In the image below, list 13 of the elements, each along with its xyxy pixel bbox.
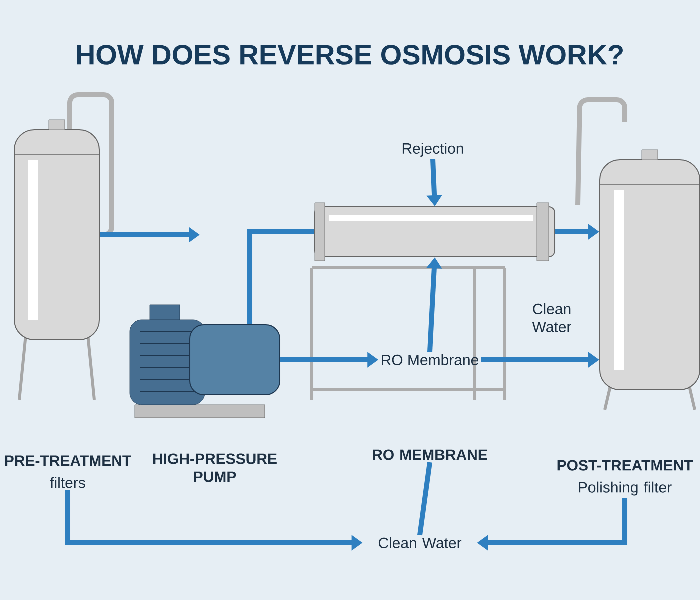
title: HOW DOES REVERSE OSMOSIS WORK? [77, 45, 623, 65]
pump-drawing [130, 304, 280, 418]
tank-drawing [14, 120, 100, 400]
step-label: POST-TREATMENT Polishing filter [558, 460, 694, 496]
step-label: PRE-TREATMENT filters [5, 456, 132, 488]
membrane-drawing [314, 202, 556, 262]
step-label: RO MEMBRANE [373, 450, 488, 460]
flow-label: RO Membrane [382, 354, 478, 366]
tank-drawing [600, 150, 700, 410]
flow-label: Rejection [402, 143, 464, 157]
flow-label: Clean Water [378, 538, 462, 548]
step-label: HIGH-PRESSURE PUMP [154, 454, 277, 482]
edge-label: Clean Water [532, 304, 572, 332]
